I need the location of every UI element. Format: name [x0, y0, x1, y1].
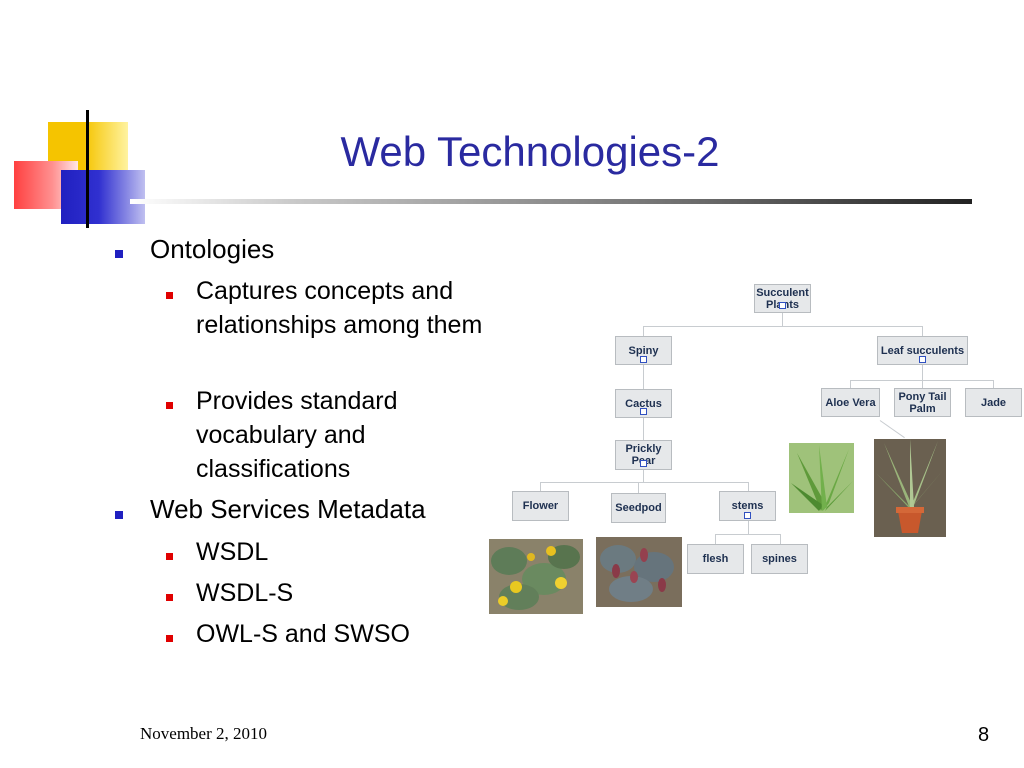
- node-seedpod: Seedpod: [611, 493, 666, 523]
- connector: [540, 482, 748, 483]
- page-number: 8: [978, 724, 990, 746]
- selection-handle: [640, 356, 647, 363]
- sub-bullet-marker: [166, 553, 173, 560]
- connector: [748, 482, 749, 491]
- prickly-pear-flower-photo: [489, 539, 583, 614]
- connector: [879, 420, 905, 439]
- sub-bullet-owl-s: OWL-S and SWSO: [196, 620, 410, 648]
- selection-handle: [640, 460, 647, 467]
- sub-bullet-wsdl: WSDL: [196, 538, 269, 566]
- sub-bullet-marker: [166, 402, 173, 409]
- logo-vertical-line: [86, 110, 89, 228]
- node-spines: spines: [751, 544, 808, 574]
- bullet-marker: [115, 511, 123, 519]
- selection-handle: [779, 302, 786, 309]
- sub-bullet-provides: Provides standard vocabulary and classif…: [196, 387, 398, 483]
- title-divider: [130, 199, 972, 204]
- node-jade: Jade: [965, 388, 1022, 417]
- selection-handle: [919, 356, 926, 363]
- connector: [850, 380, 851, 388]
- bullet-web-services: Web Services Metadata: [150, 494, 426, 524]
- bullet-ontologies: Ontologies: [150, 234, 275, 264]
- connector: [643, 365, 644, 389]
- connector: [715, 534, 716, 544]
- slide-title: Web Technologies-2: [340, 128, 720, 175]
- connector: [638, 482, 639, 493]
- node-flower: Flower: [512, 491, 569, 521]
- connector: [540, 482, 541, 491]
- sub-bullet-marker: [166, 292, 173, 299]
- connector: [748, 521, 749, 535]
- selection-handle: [744, 512, 751, 519]
- connector: [643, 418, 644, 440]
- connector: [782, 312, 783, 327]
- connector: [993, 380, 994, 388]
- connector: [922, 365, 923, 380]
- connector: [715, 534, 780, 535]
- selection-handle: [640, 408, 647, 415]
- bullet-marker: [115, 250, 123, 258]
- prickly-pear-seedpod-photo: [596, 537, 682, 607]
- connector: [922, 326, 923, 336]
- aloe-vera-photo: [789, 443, 854, 513]
- node-pony-tail-palm: Pony Tail Palm: [894, 388, 951, 417]
- sub-bullet-marker: [166, 635, 173, 642]
- sub-bullet-marker: [166, 594, 173, 601]
- connector: [643, 326, 922, 327]
- sub-bullet-captures: Captures concepts and relationships amon…: [196, 277, 483, 339]
- node-aloe-vera: Aloe Vera: [821, 388, 880, 417]
- connector: [780, 534, 781, 544]
- logo-blue-square: [61, 170, 145, 224]
- node-flesh: flesh: [687, 544, 744, 574]
- connector: [643, 326, 644, 336]
- connector: [850, 380, 993, 381]
- sub-bullet-wsdl-s: WSDL-S: [196, 579, 294, 607]
- pony-tail-palm-photo: [874, 439, 946, 537]
- connector: [922, 380, 923, 388]
- footer-date: November 2, 2010: [140, 724, 268, 743]
- connector: [643, 470, 644, 483]
